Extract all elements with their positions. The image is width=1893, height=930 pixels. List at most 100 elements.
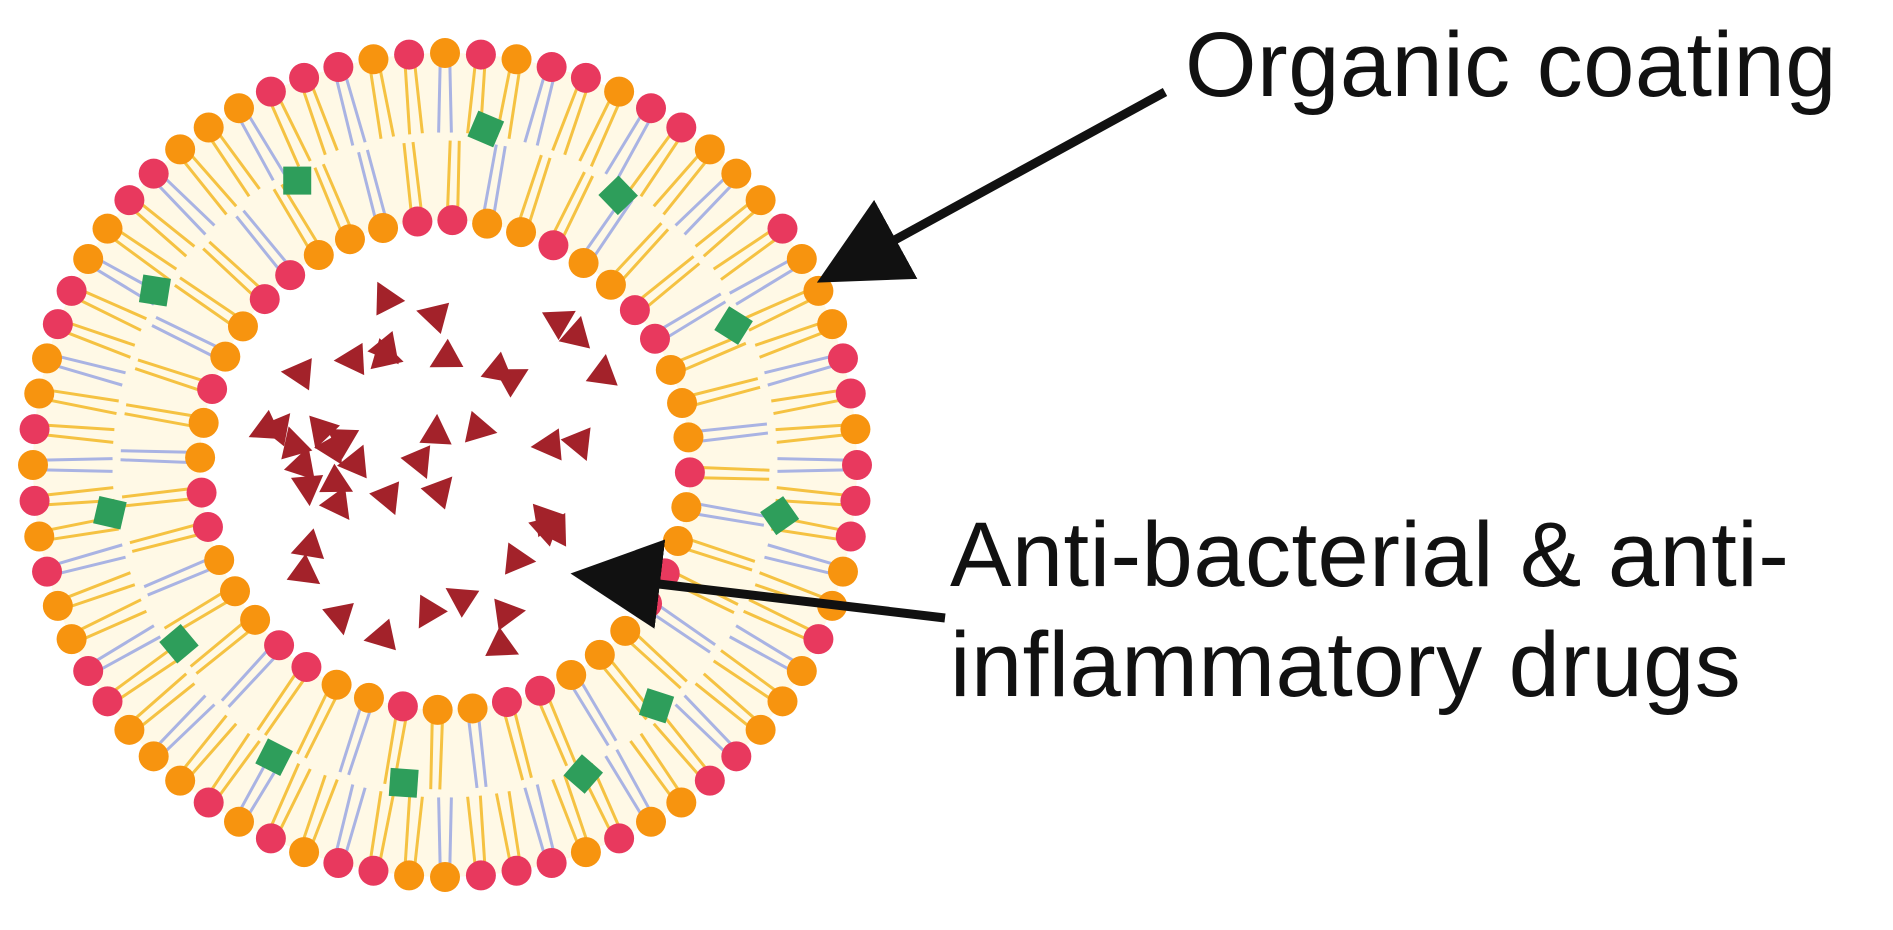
lipid-head — [430, 38, 460, 68]
lipid-tail — [57, 555, 126, 576]
lipid-tail — [378, 68, 396, 137]
lipid-head — [193, 787, 224, 818]
lipid-head — [165, 134, 196, 165]
lipid-tail — [589, 102, 621, 168]
lipid-tail — [77, 298, 142, 332]
lipid-tail — [697, 422, 768, 433]
lipid-head — [639, 323, 670, 354]
drug-triangle — [280, 358, 312, 391]
lipid-tail — [55, 364, 123, 387]
lipid-head — [721, 741, 752, 772]
lipid-head — [138, 158, 169, 189]
lipid-tail — [301, 774, 327, 842]
lipid-tail — [338, 705, 363, 773]
lipid-tail — [638, 255, 695, 302]
membrane-particle — [255, 738, 293, 777]
lipid-head — [694, 765, 725, 796]
lipid-head — [73, 656, 104, 686]
drug-triangle — [429, 338, 464, 368]
lipid-tail — [674, 176, 727, 227]
lipid-tail — [181, 159, 228, 216]
lipid-head — [249, 284, 280, 315]
lipid-tail — [163, 590, 225, 630]
drug-triangle — [370, 338, 404, 370]
lipid-head — [193, 112, 224, 143]
lipid-head — [835, 378, 866, 409]
lipid-tail — [334, 784, 355, 853]
membrane-particle — [467, 110, 505, 148]
lipid-head — [525, 675, 556, 706]
lipid-head — [204, 545, 235, 576]
lipid-tail — [246, 113, 286, 175]
lipid-tail — [466, 796, 477, 867]
lipid-tail — [662, 159, 709, 216]
lipid-tail — [44, 423, 115, 432]
lipid-head — [536, 847, 567, 878]
lipid-head — [42, 590, 73, 621]
lipid-tail — [208, 240, 262, 290]
lipid-tail — [754, 321, 822, 347]
lipid-tail — [179, 276, 239, 318]
lipid-tail — [456, 140, 461, 211]
lipid-tail — [217, 740, 261, 798]
lipid-tail — [98, 635, 162, 672]
lipid-tail — [477, 717, 488, 788]
lipid-tail — [120, 458, 191, 464]
drug-triangle — [585, 353, 618, 386]
lipid-head — [619, 295, 650, 326]
organic-coating-label: Organic coating — [1185, 14, 1837, 116]
drug-triangle — [445, 588, 480, 618]
lipid-tail — [238, 118, 275, 182]
drug-triangle — [532, 503, 564, 538]
lipid-tail — [665, 300, 727, 340]
lipid-head — [289, 62, 320, 93]
drug-triangle — [336, 444, 367, 479]
lipid-head — [368, 212, 399, 243]
drug-triangle — [333, 342, 365, 376]
lipid-head — [636, 93, 666, 124]
lipid-head — [667, 388, 698, 419]
lipid-tail — [466, 63, 477, 134]
lipid-tail — [629, 132, 673, 190]
lipid-tail — [764, 555, 833, 576]
lipid-tail — [735, 266, 797, 306]
lipid-head — [721, 158, 752, 189]
drug-triangle — [322, 603, 354, 636]
lipid-head — [114, 714, 145, 745]
lipid-tail — [209, 732, 251, 793]
lipid-head — [786, 244, 817, 274]
lipid-head — [538, 230, 569, 261]
drug-triangle — [558, 315, 591, 349]
lipid-head — [192, 511, 223, 542]
lipid-tail — [639, 732, 681, 793]
membrane-particle — [714, 306, 753, 345]
lipid-tail — [189, 722, 238, 778]
lipid-head — [666, 787, 697, 818]
lipid-tail — [124, 412, 194, 428]
lipid-head — [501, 44, 532, 75]
lipid-tail — [535, 77, 556, 146]
lipid-tail — [334, 77, 355, 146]
lipid-tail — [269, 762, 301, 828]
lipid-head — [188, 407, 219, 438]
lipid-tail — [365, 149, 387, 218]
lipid-head — [636, 806, 666, 837]
drugs-arrow — [570, 539, 946, 629]
drug-triangle — [314, 430, 344, 465]
lipid-head — [358, 44, 389, 75]
lipid-tail — [742, 609, 808, 641]
lipid-tail — [720, 237, 778, 281]
lipid-tail — [478, 795, 487, 866]
membrane-particle — [760, 496, 800, 536]
lipid-head — [501, 855, 532, 886]
membrane-particle — [388, 767, 419, 798]
lipid-tail — [635, 632, 688, 683]
lipid-tail — [82, 609, 148, 641]
drug-triangle — [290, 528, 325, 559]
lipid-tail — [561, 175, 595, 240]
membrane-particle — [93, 495, 127, 530]
lipid-head — [240, 604, 271, 635]
lipid-tail — [209, 137, 251, 198]
